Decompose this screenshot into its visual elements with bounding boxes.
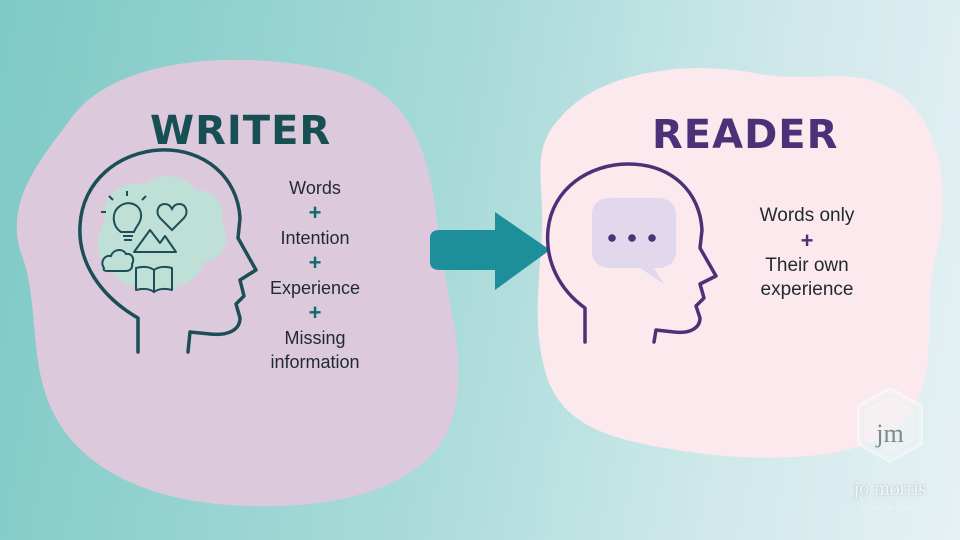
- writer-item-intention: Intention: [280, 228, 350, 248]
- plus-sign: +: [308, 250, 322, 275]
- reader-item-their-own-experience: Their own experience: [760, 255, 854, 300]
- reader-list: Words only + Their own experience: [732, 204, 882, 302]
- plus-sign: +: [308, 200, 322, 225]
- brand-logo: jm jo morris the write coach: [835, 386, 945, 521]
- cloud-icon: [101, 249, 135, 272]
- logo-hexagon-icon: [857, 386, 923, 464]
- writer-item-missing-information: Missing information: [270, 328, 360, 372]
- writer-item-experience: Experience: [269, 278, 361, 298]
- logo-tagline: the write coach: [862, 502, 918, 512]
- writer-blob: [16, 59, 459, 507]
- logo-name: jo morris: [853, 478, 927, 500]
- mountain-icon: [133, 229, 177, 253]
- reader-head-icon: [545, 162, 718, 344]
- reader-item-words-only: Words only: [759, 205, 855, 226]
- logo-monogram-wrap: jm: [875, 419, 903, 448]
- writer-item-words: Words: [289, 178, 341, 198]
- book-icon: [135, 265, 173, 293]
- plus-sign: +: [308, 300, 322, 325]
- writer-list: Words + Intention + Experience + Missing…: [240, 176, 390, 374]
- heart-icon: [156, 202, 188, 232]
- writer-title: WRITER: [150, 108, 332, 154]
- writer-head-icon: [78, 148, 258, 354]
- arrow-right-icon: [430, 212, 550, 290]
- plus-sign: +: [800, 228, 814, 253]
- logo-monogram: jm: [875, 419, 903, 448]
- ellipsis-icon: [608, 234, 656, 242]
- reader-title: READER: [652, 112, 839, 158]
- lightbulb-icon: [101, 191, 147, 241]
